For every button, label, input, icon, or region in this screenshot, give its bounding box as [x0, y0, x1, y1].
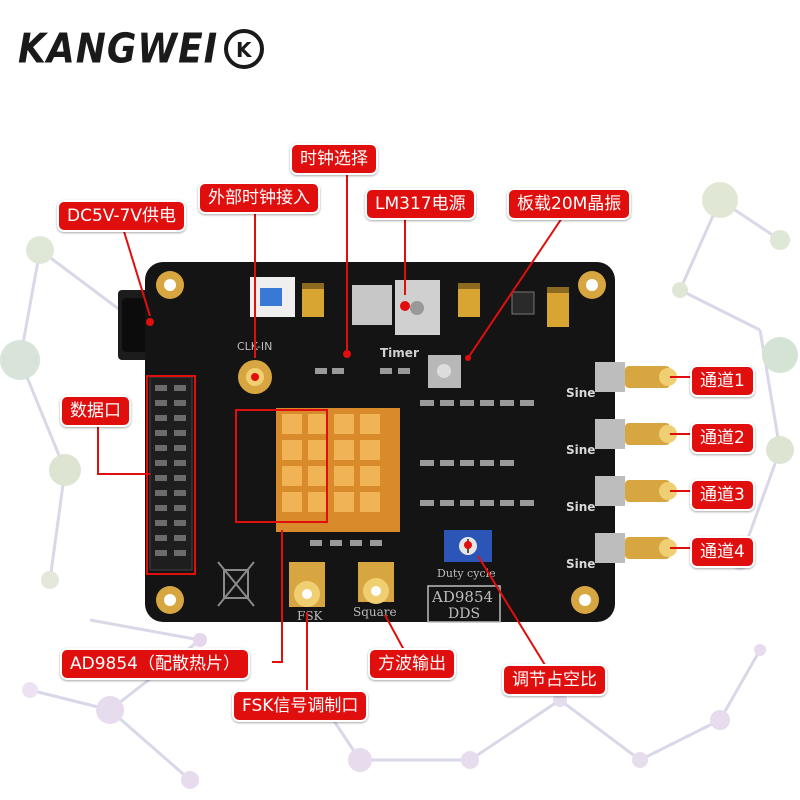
- channel-2-sma-connector: [595, 419, 677, 449]
- channel-3-sma-connector: [595, 476, 677, 506]
- channel-4-sma-connector: [595, 533, 677, 563]
- silk-chip-type: DDS: [448, 606, 480, 622]
- silk-chip-model: AD9854: [431, 588, 493, 606]
- callout-ext-clock-in: 外部时钟接入: [198, 182, 320, 214]
- mounting-hole: [578, 271, 606, 299]
- silk-timer: Timer: [380, 346, 419, 360]
- callout-clock-select: 时钟选择: [290, 143, 378, 175]
- chip-label-frame: [427, 585, 501, 623]
- tantalum-capacitor: [302, 283, 324, 317]
- tantalum-capacitor: [547, 287, 569, 327]
- brand-logo: KANGWEI K: [18, 24, 266, 74]
- callout-data-port: 数据口: [60, 395, 131, 427]
- crystal-oscillator: [428, 355, 461, 388]
- silk-fsk: FSK: [297, 609, 324, 623]
- callout-duty-adjust: 调节占空比: [502, 664, 607, 696]
- callout-ad9854: AD9854（配散热片）: [60, 648, 250, 680]
- mounting-hole: [571, 586, 599, 614]
- callout-onboard-xtal: 板载20M晶振: [507, 188, 632, 220]
- data-pin-header: [149, 376, 193, 571]
- callout-channel-2: 通道2: [690, 422, 755, 454]
- brand-emblem-icon: K: [224, 29, 265, 69]
- silk-duty-cycle: Duty cycle: [437, 567, 496, 580]
- background-nodes: [0, 182, 798, 789]
- square-sma-connector: [358, 562, 394, 604]
- clock-select-switch: [250, 277, 295, 317]
- silk-sine-1: Sine: [566, 386, 595, 400]
- callout-channel-1: 通道1: [690, 365, 755, 397]
- weee-disposal-icon: [217, 561, 255, 607]
- ad9854-highlight-box: [235, 409, 328, 523]
- silk-square: Square: [353, 605, 397, 619]
- annotation-lines: [97, 165, 690, 690]
- tantalum-capacitor: [458, 283, 480, 317]
- brand-emblem-letter: K: [236, 38, 253, 62]
- callout-fsk-port: FSK信号调制口: [232, 690, 369, 722]
- callout-square-out: 方波输出: [368, 648, 456, 680]
- silk-sine-3: Sine: [566, 500, 595, 514]
- mounting-hole: [156, 271, 184, 299]
- silk-sine-2: Sine: [566, 443, 595, 457]
- data-port-highlight-box: [146, 375, 196, 575]
- callout-dc-supply: DC5V-7V供电: [57, 200, 186, 232]
- small-potentiometer: [511, 291, 535, 315]
- pcb-board: CLK-IN Timer Sine Sine Sine Sine FSK Squ…: [145, 262, 677, 623]
- smd-components: [310, 368, 534, 546]
- fsk-sma-connector: [289, 562, 325, 607]
- callout-lm317: LM317电源: [365, 188, 476, 220]
- brand-wordmark: KANGWEI: [18, 25, 219, 73]
- callout-channel-4: 通道4: [690, 536, 755, 568]
- ad9854-heatsink: [276, 408, 400, 532]
- channel-1-sma-connector: [595, 362, 677, 392]
- annotation-dots: [146, 301, 472, 549]
- mounting-hole: [156, 586, 184, 614]
- callout-channel-3: 通道3: [690, 479, 755, 511]
- silk-sine-4: Sine: [566, 557, 595, 571]
